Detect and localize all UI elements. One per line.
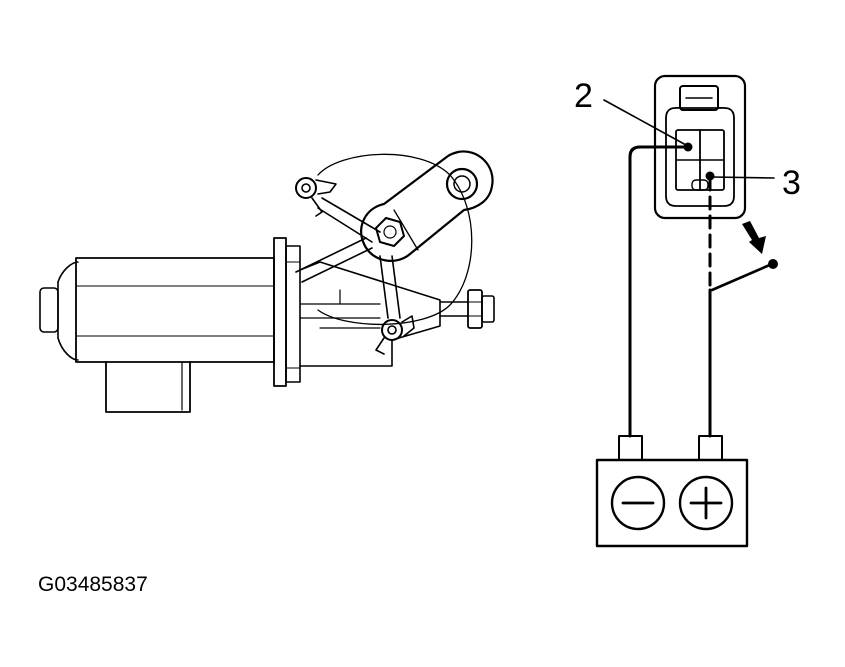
linkage-rods bbox=[295, 197, 401, 319]
motor-end-cap bbox=[39, 261, 79, 361]
mounting-flange bbox=[273, 237, 301, 387]
figure-id: G03485837 bbox=[38, 573, 148, 596]
battery-case bbox=[595, 458, 749, 548]
lower-pivot-clip bbox=[375, 315, 415, 355]
side-bolt bbox=[439, 289, 495, 329]
battery bbox=[595, 435, 749, 548]
upper-pivot-clip bbox=[295, 177, 337, 217]
callout-2-label: 2 bbox=[574, 77, 593, 115]
negative-wire bbox=[628, 145, 690, 438]
callout-3-label: 3 bbox=[782, 164, 801, 202]
gear-box bbox=[299, 261, 441, 367]
switch-lever bbox=[710, 262, 774, 292]
negative-battery-post bbox=[618, 435, 643, 461]
crank-arm bbox=[360, 150, 494, 262]
motor-body bbox=[75, 257, 275, 363]
motor-connector-block bbox=[105, 361, 191, 413]
terminal-3-dot bbox=[705, 171, 715, 181]
switch-direction-arrow-icon bbox=[742, 221, 766, 254]
crank-nut bbox=[375, 217, 405, 247]
callout-2-leader bbox=[603, 99, 687, 146]
wiper-motor bbox=[39, 150, 495, 413]
callout-3-leader bbox=[711, 176, 775, 179]
positive-terminal-icon bbox=[678, 475, 734, 531]
motor-connector-terminal bbox=[653, 74, 747, 220]
negative-terminal-icon bbox=[610, 475, 666, 531]
positive-battery-post bbox=[698, 435, 723, 461]
switch-contact-dot bbox=[768, 259, 778, 269]
